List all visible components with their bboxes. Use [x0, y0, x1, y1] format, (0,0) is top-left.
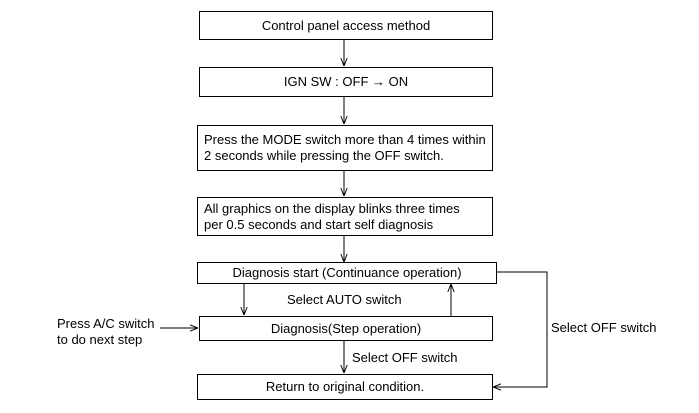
node-access-method: Control panel access method: [199, 11, 493, 40]
node-blink-display-text: All graphics on the display blinks three…: [204, 200, 460, 232]
label-select-auto: Select AUTO switch: [287, 292, 402, 307]
node-diagnosis-start-text: Diagnosis start (Continuance operation): [232, 265, 462, 280]
node-diagnosis-start: Diagnosis start (Continuance operation): [197, 262, 497, 284]
node-ign-switch-text: IGN SW : OFF → ON: [283, 74, 409, 89]
node-return-original-text: Return to original condition.: [265, 379, 425, 394]
node-press-mode-text: Press the MODE switch more than 4 times …: [204, 132, 486, 163]
label-select-off-right: Select OFF switch: [551, 320, 657, 335]
label-select-off-mid: Select OFF switch: [352, 350, 458, 365]
node-blink-display: All graphics on the display blinks three…: [197, 197, 493, 236]
node-return-original: Return to original condition.: [197, 374, 493, 400]
node-diagnosis-step: Diagnosis(Step operation): [199, 316, 493, 341]
node-diagnosis-step-text: Diagnosis(Step operation): [270, 320, 422, 336]
node-access-method-text: Control panel access method: [261, 17, 431, 33]
label-press-ac: Press A/C switch to do next step: [57, 316, 155, 347]
node-press-mode: Press the MODE switch more than 4 times …: [197, 125, 493, 171]
arrow-diag-start-to-return: [493, 271, 548, 387]
node-ign-switch: IGN SW : OFF → ON: [199, 67, 493, 97]
